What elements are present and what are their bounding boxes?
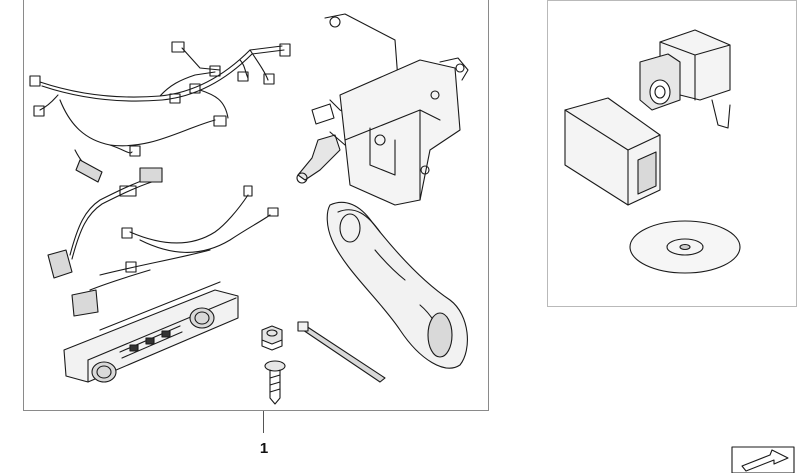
control-module-icon[interactable] [564, 97, 661, 206]
camera-icon[interactable] [639, 29, 731, 129]
control-panel-icon[interactable] [63, 281, 239, 383]
disc-icon[interactable] [629, 220, 741, 274]
cable-tie-icon[interactable] [297, 321, 386, 383]
nut-icon[interactable] [261, 325, 283, 351]
accessory-frame [547, 0, 797, 307]
callout-leader-line [263, 411, 264, 433]
mounting-bracket-icon[interactable] [296, 131, 346, 184]
callout-number[interactable]: 1 [259, 440, 269, 457]
wiring-harness-icon[interactable] [47, 167, 279, 317]
mounting-bracket-icon[interactable] [311, 13, 469, 206]
kit-frame [23, 0, 489, 411]
trim-cover-icon[interactable] [326, 201, 468, 369]
wiring-harness-icon[interactable] [29, 41, 291, 183]
arrow-icon[interactable] [731, 446, 795, 473]
screw-icon[interactable] [264, 360, 286, 405]
